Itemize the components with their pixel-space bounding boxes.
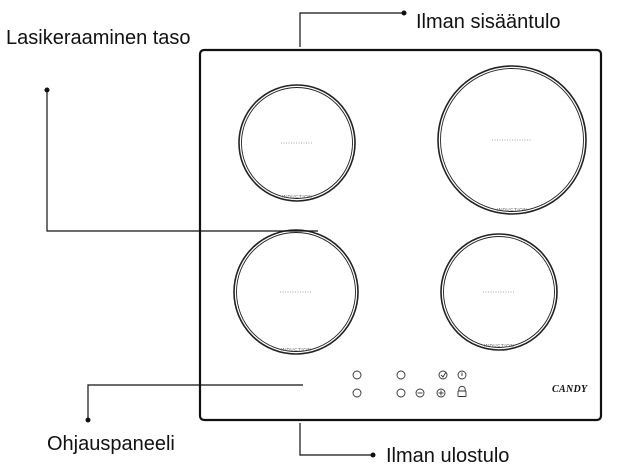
zone-label: INDUCTION (281, 347, 311, 352)
zone-label: INDUCTION (497, 207, 527, 212)
zone-select-button[interactable] (352, 370, 362, 380)
zone-select-button[interactable] (396, 388, 406, 398)
label-glass-surface: Lasikeraaminen taso (6, 27, 191, 49)
minus-icon[interactable] (415, 388, 425, 398)
cooking-zone-top-right: INDUCTION (437, 65, 587, 215)
cooking-zone-bottom-left: INDUCTION (233, 229, 359, 355)
label-control-panel: Ohjauspaneeli (47, 433, 175, 455)
control-panel (352, 370, 467, 398)
leader-line-control-panel (87, 384, 303, 420)
label-air-outlet: Ilman ulostulo (386, 445, 510, 467)
leader-line-air-outlet (299, 423, 373, 456)
timer-icon[interactable] (438, 370, 448, 380)
zone-select-button[interactable] (396, 370, 406, 380)
zone-label: INDUCTION (484, 343, 514, 348)
plus-icon[interactable] (436, 388, 446, 398)
hob-outline (198, 48, 603, 422)
cooking-zone-bottom-right: INDUCTION (440, 233, 558, 351)
lock-icon[interactable] (457, 385, 467, 397)
leader-lines (46, 12, 404, 456)
leader-line-glass-surface (46, 90, 318, 232)
zone-label: INDUCTION (282, 194, 312, 199)
power-icon[interactable] (457, 370, 467, 380)
zone-select-button[interactable] (352, 388, 362, 398)
brand-logo: CANDY (552, 384, 588, 395)
leader-dots (44, 10, 407, 458)
cooking-zone-top-left: INDUCTION (238, 84, 356, 202)
label-air-inlet: Ilman sisääntulo (416, 11, 561, 33)
leader-line-air-inlet (299, 12, 404, 47)
